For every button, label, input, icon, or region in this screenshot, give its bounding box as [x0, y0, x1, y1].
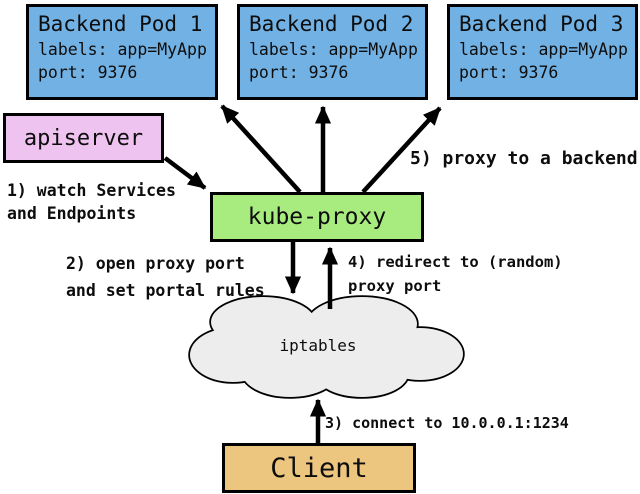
- iptables-cloud: [188, 295, 465, 399]
- pod-labels: labels: app=MyApp: [38, 40, 207, 59]
- annotation-step2-open-proxy-port: 2) open proxy port and set portal rules: [66, 254, 265, 300]
- annotation-step1-watch-services: 1) watch Services and Endpoints: [7, 181, 176, 223]
- arrow-kubeproxy-to-pod1: [220, 104, 302, 194]
- client-label: Client: [270, 452, 368, 484]
- annotation-step5-proxy-to-backend: 5) proxy to a backend: [410, 148, 638, 169]
- backend-pod-3-box: Backend Pod 3 labels: app=MyApp port: 93…: [447, 4, 638, 100]
- pod-title: Backend Pod 3: [459, 12, 624, 36]
- kube-proxy-label: kube-proxy: [247, 204, 387, 230]
- kube-proxy-box: kube-proxy: [210, 192, 424, 242]
- backend-pod-1-box: Backend Pod 1 labels: app=MyApp port: 93…: [26, 4, 218, 100]
- pod-port: port: 9376: [249, 63, 349, 82]
- arrow-apiserver-to-kubeproxy: [163, 156, 207, 190]
- annotation-step4-redirect: 4) redirect to (random) proxy port: [348, 253, 563, 295]
- pod-port: port: 9376: [459, 63, 559, 82]
- pod-labels: labels: app=MyApp: [459, 40, 628, 59]
- pod-title: Backend Pod 2: [249, 12, 414, 36]
- apiserver-box: apiserver: [3, 113, 164, 163]
- annotation-step3-connect: 3) connect to 10.0.0.1:1234: [325, 414, 569, 432]
- pod-port: port: 9376: [38, 63, 138, 82]
- arrow-kubeproxy-to-pod3: [361, 106, 442, 194]
- backend-pod-2-box: Backend Pod 2 labels: app=MyApp port: 93…: [237, 4, 428, 100]
- apiserver-label: apiserver: [23, 125, 144, 151]
- pod-labels: labels: app=MyApp: [249, 40, 418, 59]
- pod-title: Backend Pod 1: [38, 12, 203, 36]
- iptables-label: iptables: [279, 336, 357, 355]
- client-box: Client: [222, 443, 416, 493]
